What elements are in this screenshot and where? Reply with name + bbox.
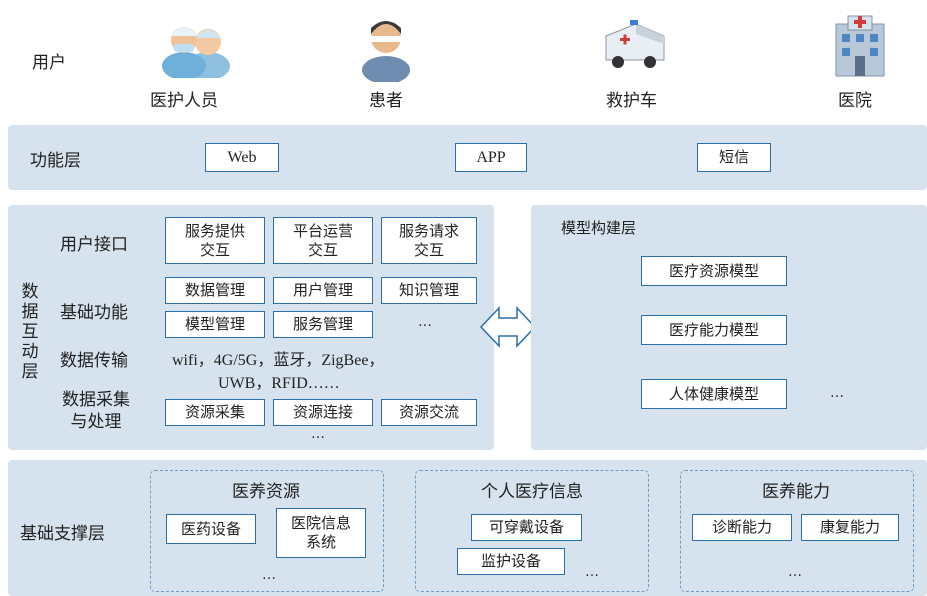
resource-connection-box: 资源连接 (273, 399, 373, 426)
function-app-box: APP (455, 143, 527, 172)
user-label-ambulance: 救护车 (606, 91, 657, 111)
model-management-box: 模型管理 (165, 311, 265, 338)
medical-care-resources-group (150, 470, 384, 592)
medical-care-resources-title: 医养资源 (232, 482, 300, 502)
model-layer-more: … (830, 385, 845, 401)
medical-care-capability-group (680, 470, 914, 592)
collection-more: … (311, 426, 326, 442)
basic-functions-label: 基础功能 (60, 303, 128, 323)
knowledge-management-box: 知识管理 (381, 277, 477, 304)
user-label-patient: 患者 (369, 91, 403, 111)
resource-exchange-box: 资源交流 (381, 399, 477, 426)
user-label-medical-staff: 医护人员 (150, 91, 218, 111)
hospital-icon (832, 12, 888, 82)
platform-operation-interaction-box: 平台运营 交互 (273, 217, 373, 264)
user-interface-label: 用户接口 (60, 235, 128, 255)
hospital-information-system-box: 医院信息 系统 (276, 508, 366, 558)
wearable-device-box: 可穿戴设备 (471, 514, 582, 541)
medical-equipment-box: 医药设备 (166, 514, 256, 544)
service-provide-interaction-box: 服务提供 交互 (165, 217, 265, 264)
function-sms-box: 短信 (697, 143, 771, 172)
bidirectional-arrow-icon (479, 305, 537, 353)
user-management-box: 用户管理 (273, 277, 373, 304)
data-transfer-protocols-line1: wifi，4G/5G，蓝牙，ZigBee， (172, 352, 385, 369)
data-interaction-layer-label: 数 据 互 动 层 (21, 282, 39, 382)
personal-medical-info-group (415, 470, 649, 592)
user-label-hospital: 医院 (838, 91, 872, 111)
users-label: 用户 (32, 53, 66, 73)
capability-more: … (788, 564, 803, 580)
personal-medical-info-title: 个人医疗信息 (481, 482, 583, 502)
medical-staff-icon (160, 14, 234, 82)
model-layer-label: 模型构建层 (561, 219, 637, 237)
data-transfer-protocols-line2: UWB，RFID…… (218, 375, 340, 392)
monitoring-device-box: 监护设备 (457, 548, 565, 575)
resources-more: … (262, 567, 277, 583)
diagnosis-capability-box: 诊断能力 (692, 514, 792, 541)
function-web-box: Web (205, 143, 279, 172)
ambulance-icon (600, 14, 670, 80)
support-layer-label: 基础支撑层 (20, 524, 105, 544)
function-layer-label: 功能层 (30, 151, 81, 171)
medical-capability-model-box: 医疗能力模型 (641, 315, 787, 345)
collection-processing-label: 数据采集 与处理 (62, 390, 130, 432)
resource-collection-box: 资源采集 (165, 399, 265, 426)
service-management-box: 服务管理 (273, 311, 373, 338)
basic-functions-more: … (418, 314, 433, 330)
data-management-box: 数据管理 (165, 277, 265, 304)
medical-care-capability-title: 医养能力 (762, 482, 830, 502)
personal-info-more: … (585, 564, 600, 580)
rehabilitation-capability-box: 康复能力 (801, 514, 899, 541)
medical-resource-model-box: 医疗资源模型 (641, 256, 787, 286)
data-transfer-label: 数据传输 (60, 351, 128, 371)
service-request-interaction-box: 服务请求 交互 (381, 217, 477, 264)
human-health-model-box: 人体健康模型 (641, 379, 787, 409)
patient-icon (360, 12, 412, 86)
